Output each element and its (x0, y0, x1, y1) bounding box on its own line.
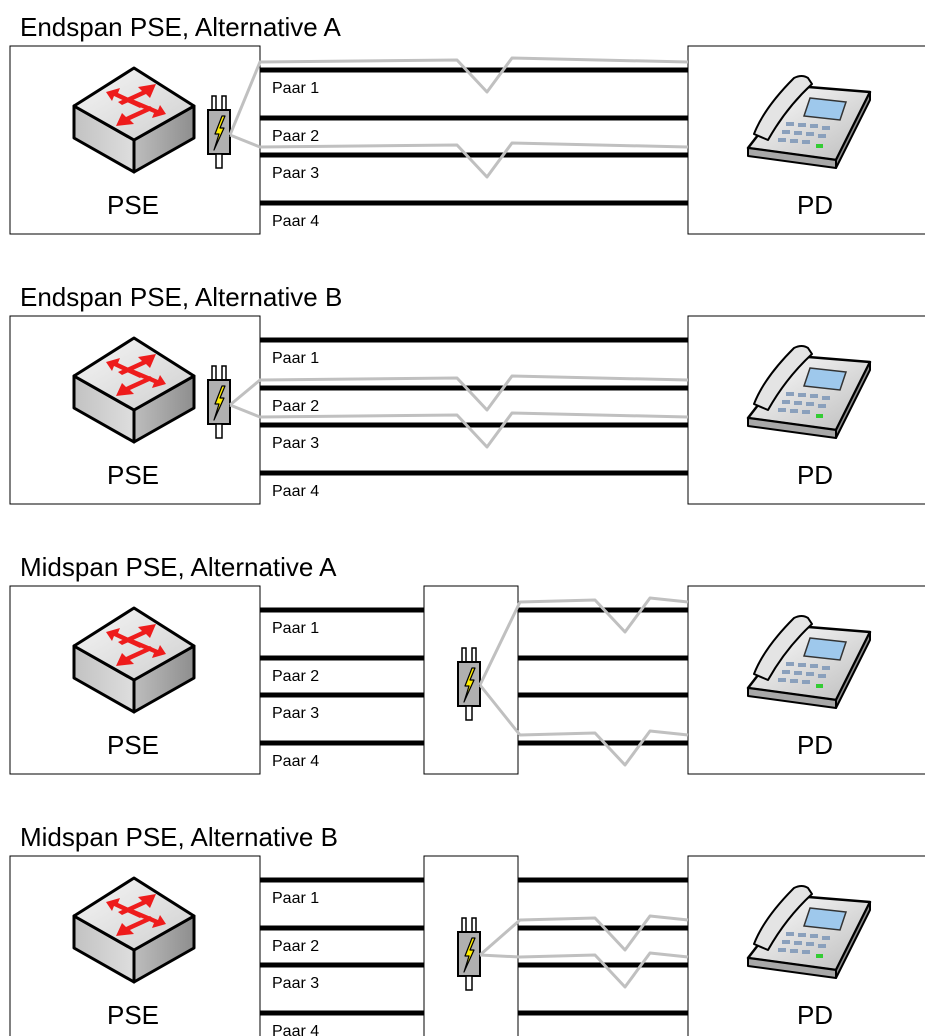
pair-label-3: Paar 3 (272, 705, 319, 722)
power-line-pair-2 (229, 374, 689, 412)
pair-label-4: Paar 4 (272, 753, 319, 770)
power-line-pair-3 (229, 133, 689, 179)
power-line-pair-1 (478, 596, 689, 686)
pair-label-1: Paar 1 (272, 350, 319, 367)
pse-label: PSE (107, 1000, 159, 1030)
power-line-pair-4 (478, 684, 689, 767)
pair-label-2: Paar 2 (272, 668, 319, 685)
power-line-pair-2 (479, 914, 689, 957)
pair-label-2: Paar 2 (272, 938, 319, 955)
pair-label-2: Paar 2 (272, 128, 319, 145)
pair-label-1: Paar 1 (272, 80, 319, 97)
section-endspan-b: Endspan PSE, Alternative B PSE PD Paar 1 Paa… (9, 282, 925, 505)
pair-label-4: Paar 4 (272, 483, 319, 500)
power-line-pair-1 (228, 56, 689, 136)
pair-label-2: Paar 2 (272, 398, 319, 415)
pd-label: PD (797, 1000, 833, 1030)
section-midspan-b: Midspan PSE, Alternative B PSE PD Paar 1 Paa… (9, 822, 925, 1036)
pair-label-1: Paar 1 (272, 620, 319, 637)
section-title: Midspan PSE, Alternative B (20, 822, 338, 852)
pair-label-1: Paar 1 (272, 890, 319, 907)
section-title: Midspan PSE, Alternative A (20, 552, 337, 582)
pse-label: PSE (107, 460, 159, 490)
section-title: Endspan PSE, Alternative A (20, 12, 342, 42)
pair-label-3: Paar 3 (272, 165, 319, 182)
pd-label: PD (797, 730, 833, 760)
power-line-pair-3 (229, 403, 689, 449)
section-title: Endspan PSE, Alternative B (20, 282, 342, 312)
section-endspan-a: Endspan PSE, Alternative A PSE PD Paar 1 Paa… (9, 12, 925, 235)
pse-label: PSE (107, 730, 159, 760)
pair-label-3: Paar 3 (272, 435, 319, 452)
pd-label: PD (797, 190, 833, 220)
power-line-pair-3 (479, 951, 689, 989)
pair-label-3: Paar 3 (272, 975, 319, 992)
pair-label-4: Paar 4 (272, 1023, 319, 1036)
section-midspan-a: Midspan PSE, Alternative A PSE PD Paar 1 Paa… (9, 552, 925, 775)
pd-label: PD (797, 460, 833, 490)
pair-label-4: Paar 4 (272, 213, 319, 230)
pse-label: PSE (107, 190, 159, 220)
